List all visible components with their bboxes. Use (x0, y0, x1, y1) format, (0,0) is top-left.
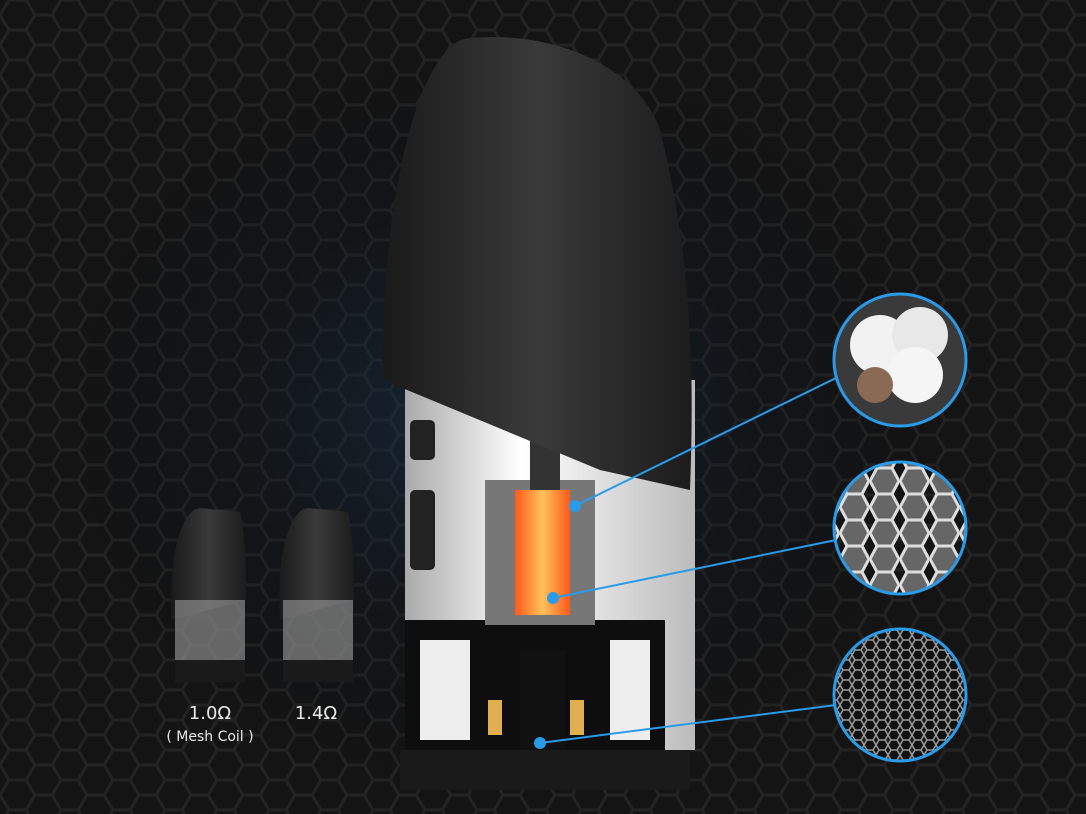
pod-1-4-ohm (279, 508, 354, 682)
cotton-icon (832, 292, 968, 428)
pod-1-note: ( Mesh Coil ) (166, 729, 254, 745)
pod-1-resistance: 1.0Ω (188, 703, 232, 724)
mesh-coil-icon (832, 460, 968, 596)
honeycomb-filter-icon (832, 627, 968, 763)
heating-coil (515, 490, 570, 615)
pod-2-resistance: 1.4Ω (294, 703, 338, 724)
pod-1-0-ohm (171, 508, 246, 682)
callout-dot-base (534, 737, 546, 749)
pod-cutaway (382, 36, 695, 790)
callout-dot-cotton (569, 500, 581, 512)
callout-dot-coil (547, 592, 559, 604)
